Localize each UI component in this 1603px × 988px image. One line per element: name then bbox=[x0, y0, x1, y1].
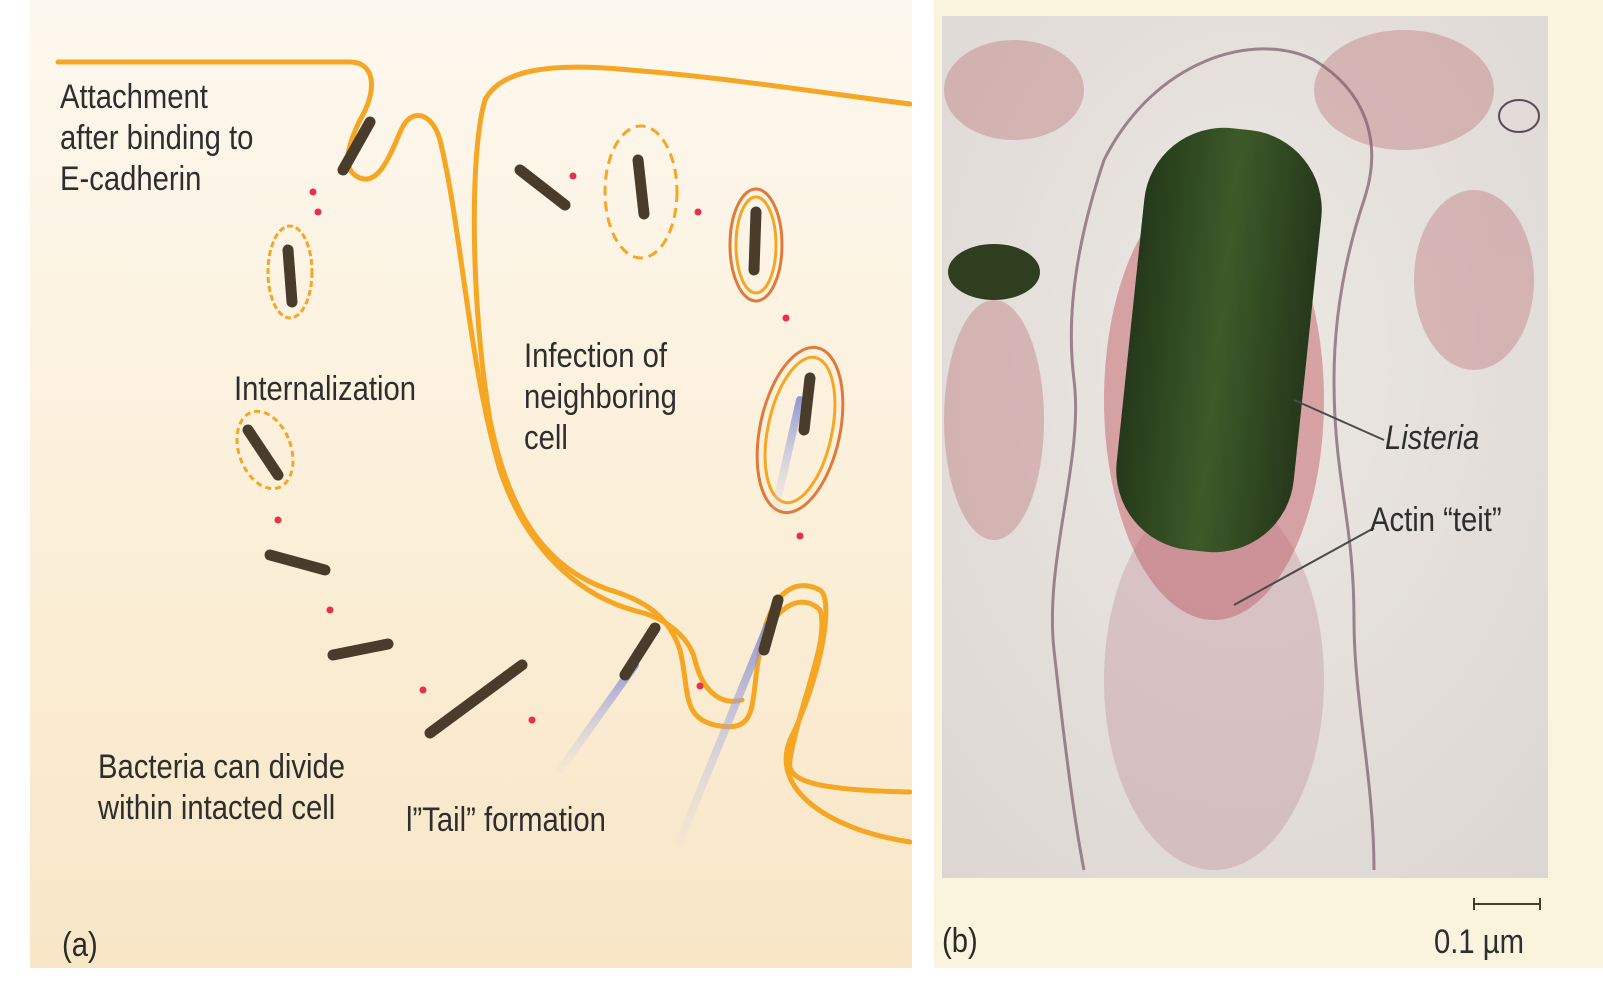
divide-label: Bacteria can divide within intacted cell bbox=[98, 747, 345, 829]
internalization-label: Internalization bbox=[234, 369, 416, 410]
micrograph-image bbox=[934, 0, 1603, 968]
panel-a-diagram: Attachment after binding to E-cadherin I… bbox=[30, 0, 912, 968]
panel-b-letter: (b) bbox=[942, 922, 978, 961]
infection-label: Infection of neighboring cell bbox=[524, 336, 677, 459]
listeria-label: Listeria bbox=[1385, 418, 1479, 459]
attachment-label: Attachment after binding to E-cadherin bbox=[60, 77, 253, 200]
scale-bar bbox=[1474, 898, 1540, 910]
tail-formation-label: l”Tail” formation bbox=[406, 800, 606, 841]
actin-tail-label: Actin “teit” bbox=[1370, 500, 1502, 541]
panel-a-letter: (a) bbox=[62, 926, 98, 965]
scale-label: 0.1 µm bbox=[1434, 922, 1524, 963]
panel-b-micrograph: Listeria Actin “teit” 0.1 µm (b) bbox=[934, 0, 1603, 968]
